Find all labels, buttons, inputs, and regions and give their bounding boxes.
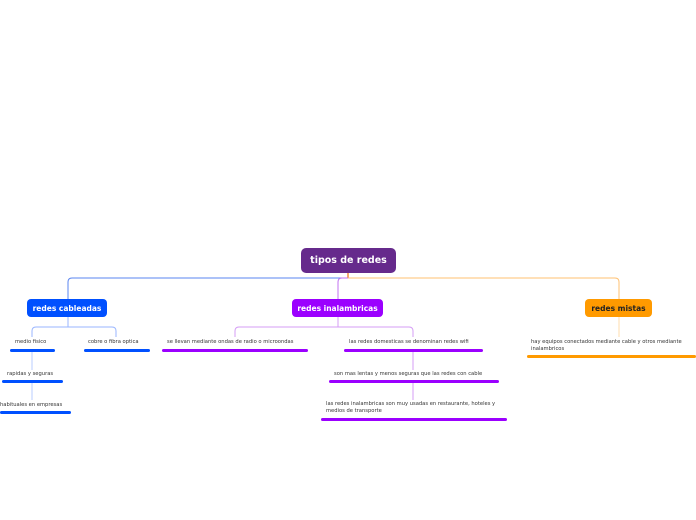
leaf-rapidas-seguras[interactable]: rapidas y seguras [7, 371, 54, 377]
branch-redes-mistas[interactable]: redes mistas [585, 299, 652, 317]
leaf-underline [344, 349, 483, 352]
leaf-habituales-empresas[interactable]: habituales en empresas [0, 402, 63, 408]
leaf-redes-wifi[interactable]: las redes domesticas se denominan redes … [349, 339, 469, 345]
leaf-underline [0, 411, 71, 414]
leaf-underline [10, 349, 55, 352]
root-label: tipos de redes [310, 255, 387, 266]
leaf-equipos-conectados[interactable]: hay equipos conectados mediante cable y … [531, 339, 682, 352]
branch-label: redes mistas [591, 303, 646, 313]
leaf-muy-usadas[interactable]: las redes inalambricas son muy usadas en… [326, 401, 496, 414]
leaf-underline [329, 380, 499, 383]
leaf-cobre-fibra[interactable]: cobre o fibra optica [88, 339, 139, 345]
branch-redes-inalambricas[interactable]: redes inalambricas [292, 299, 383, 317]
leaf-underline [2, 380, 63, 383]
leaf-underline [84, 349, 150, 352]
leaf-mas-lentas[interactable]: son mas lentas y menos seguras que las r… [334, 371, 483, 377]
branch-redes-cableadas[interactable]: redes cableadas [27, 299, 107, 317]
branch-label: redes cableadas [32, 303, 102, 313]
root-node[interactable]: tipos de redes [301, 248, 396, 273]
leaf-medio-fisico[interactable]: medio fisico [15, 339, 47, 345]
leaf-underline [162, 349, 308, 352]
leaf-ondas-radio[interactable]: se llevan mediante ondas de radio o micr… [167, 339, 294, 345]
leaf-underline [527, 355, 696, 358]
leaf-underline [321, 418, 507, 421]
branch-label: redes inalambricas [297, 303, 378, 313]
